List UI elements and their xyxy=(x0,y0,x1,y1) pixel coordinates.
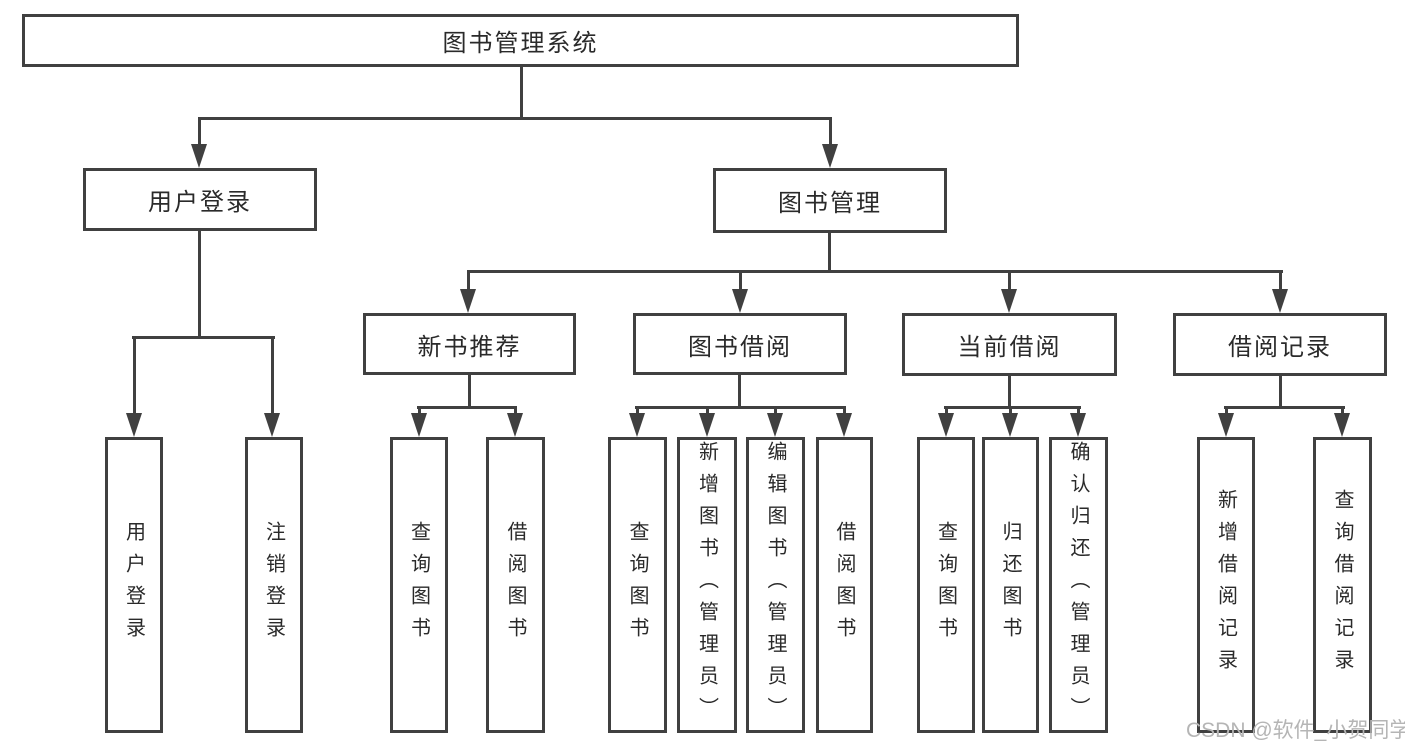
connector-line xyxy=(739,270,742,291)
arrow-head xyxy=(507,413,523,437)
node-label: 借阅图书 xyxy=(833,521,855,649)
leaf-borrow-books-recommend: 借阅图书 xyxy=(486,437,545,733)
node-label: 新增图书（管理员） xyxy=(695,441,718,729)
node-label: 编辑图书（管理员） xyxy=(764,441,786,729)
connector-line xyxy=(198,231,201,338)
arrow-head xyxy=(732,289,748,313)
node-current-borrowing: 当前借阅 xyxy=(902,313,1117,376)
connector-line xyxy=(1008,270,1011,291)
node-user-login-branch: 用户登录 xyxy=(83,168,317,231)
node-label: 图书借阅 xyxy=(688,333,792,361)
node-book-management: 图书管理 xyxy=(713,168,947,233)
connector-line xyxy=(1009,406,1012,416)
arrow-head xyxy=(699,413,715,437)
leaf-confirm-return-admin: 确认归还（管理员） xyxy=(1049,437,1108,733)
node-label: 查询图书 xyxy=(407,521,430,649)
connector-line xyxy=(774,406,777,416)
connector-line xyxy=(467,270,470,291)
connector-line xyxy=(132,336,275,339)
arrow-head xyxy=(126,413,142,437)
node-label: 查询图书 xyxy=(934,521,957,649)
connector-line xyxy=(843,406,846,416)
node-book-borrowing: 图书借阅 xyxy=(633,313,847,375)
arrow-head xyxy=(1334,413,1350,437)
node-label: 当前借阅 xyxy=(957,334,1062,361)
connector-line xyxy=(738,375,741,407)
connector-line xyxy=(514,406,517,416)
leaf-query-books-current: 查询图书 xyxy=(917,437,975,733)
node-label: 新书推荐 xyxy=(417,333,522,361)
node-label: 用户登录 xyxy=(122,521,145,649)
connector-line xyxy=(1225,406,1228,416)
arrow-head xyxy=(822,144,838,168)
connector-line xyxy=(1008,376,1011,407)
leaf-query-books-recommend: 查询图书 xyxy=(390,437,448,733)
csdn-watermark: CSDN @软件_小贺同学 xyxy=(1186,719,1405,742)
node-label: 借阅记录 xyxy=(1228,334,1332,361)
connector-line xyxy=(418,406,421,416)
arrow-head xyxy=(767,413,783,437)
connector-line xyxy=(944,406,1081,409)
node-label: 归还图书 xyxy=(999,521,1021,649)
leaf-borrow-books: 借阅图书 xyxy=(816,437,873,733)
node-label: 新增借阅记录 xyxy=(1214,489,1237,681)
node-label: 用户登录 xyxy=(148,189,252,216)
leaf-logout: 注销登录 xyxy=(245,437,303,733)
node-label: 查询借阅记录 xyxy=(1331,489,1353,681)
arrow-head xyxy=(1218,413,1234,437)
connector-line xyxy=(271,336,274,415)
arrow-head xyxy=(629,413,645,437)
node-new-book-recommendation: 新书推荐 xyxy=(363,313,576,375)
leaf-return-book: 归还图书 xyxy=(982,437,1039,733)
node-label: 图书管理系统 xyxy=(442,30,599,57)
connector-line xyxy=(1224,406,1345,409)
connector-line xyxy=(133,336,136,415)
connector-line xyxy=(468,375,471,407)
connector-line xyxy=(520,64,523,118)
leaf-edit-book-admin: 编辑图书（管理员） xyxy=(746,437,805,733)
node-borrowing-records: 借阅记录 xyxy=(1173,313,1387,376)
node-library-management-system: 图书管理系统 xyxy=(22,14,1019,67)
arrow-head xyxy=(460,289,476,313)
arrow-head xyxy=(191,144,207,168)
connector-line xyxy=(417,406,517,409)
arrow-head xyxy=(1272,289,1288,313)
connector-line xyxy=(636,406,639,416)
arrow-head xyxy=(1002,413,1018,437)
connector-line xyxy=(1077,406,1080,416)
connector-line xyxy=(828,233,831,272)
arrow-head xyxy=(1070,413,1086,437)
connector-line xyxy=(829,117,832,146)
arrow-head xyxy=(836,413,852,437)
arrow-head xyxy=(938,413,954,437)
connector-line xyxy=(1279,270,1282,291)
node-label: 图书管理 xyxy=(778,190,882,217)
arrow-head xyxy=(411,413,427,437)
leaf-query-borrow-record: 查询借阅记录 xyxy=(1313,437,1372,733)
node-label: 确认归还（管理员） xyxy=(1067,441,1089,729)
connector-line xyxy=(706,406,709,416)
leaf-add-borrow-record: 新增借阅记录 xyxy=(1197,437,1255,733)
node-label: 查询图书 xyxy=(626,521,648,649)
leaf-query-books-borrowing: 查询图书 xyxy=(608,437,667,733)
connector-line xyxy=(198,117,832,120)
leaf-add-book-admin: 新增图书（管理员） xyxy=(677,437,737,733)
connector-line xyxy=(467,270,1283,273)
connector-line xyxy=(198,117,201,146)
arrow-head xyxy=(1001,289,1017,313)
node-label: 借阅图书 xyxy=(504,521,526,649)
arrow-head xyxy=(264,413,280,437)
connector-line xyxy=(635,406,846,409)
connector-line xyxy=(945,406,948,416)
connector-line xyxy=(1341,406,1344,416)
node-label: 注销登录 xyxy=(262,521,285,649)
connector-line xyxy=(1279,376,1282,407)
leaf-user-login: 用户登录 xyxy=(105,437,163,733)
